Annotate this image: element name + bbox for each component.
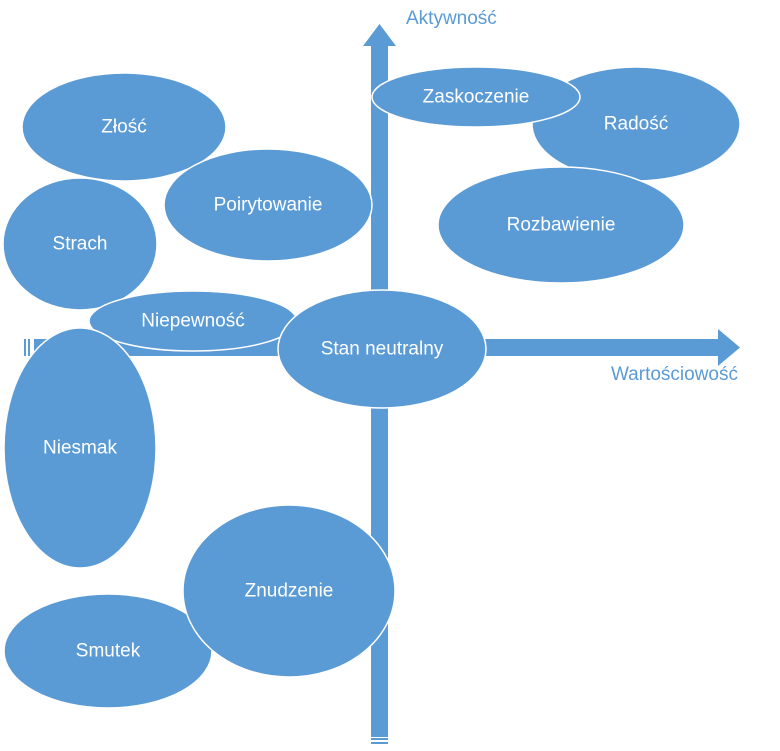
emotion-rozbawienie: Rozbawienie [437,166,685,284]
emotion-znudzenie: Znudzenie [182,504,396,678]
activity-axis-title: Aktywność [406,8,497,29]
emotion-stan-neutralny-label: Stan neutralny [321,339,444,360]
emotion-strach-label: Strach [53,234,108,255]
emotion-strach: Strach [2,177,158,311]
emotion-rozbawienie-ellipse [437,166,685,284]
emotion-niesmak: Niesmak [3,327,157,569]
emotion-zaskoczenie-label: Zaskoczenie [423,87,530,108]
emotion-niepewnosc: Niepewność [88,290,298,352]
emotion-stan-neutralny-ellipse [277,289,487,409]
emotion-zlosc-label: Złość [101,117,146,138]
emotion-rozbawienie-label: Rozbawienie [507,215,616,236]
emotion-poirytowanie-ellipse [163,148,373,262]
emotion-zaskoczenie-ellipse [371,66,581,128]
emotion-strach-ellipse [2,177,158,311]
emotion-niesmak-label: Niesmak [43,438,117,459]
emotion-smutek: Smutek [3,593,213,709]
emotion-poirytowanie: Poirytowanie [163,148,373,262]
emotion-zaskoczenie: Zaskoczenie [371,66,581,128]
emotion-znudzenie-label: Znudzenie [245,581,334,602]
emotion-niepewnosc-label: Niepewność [141,311,245,332]
emotion-radosc: Radość [531,66,741,182]
emotion-zlosc-ellipse [21,72,227,182]
emotion-niesmak-ellipse [3,327,157,569]
emotion-smutek-label: Smutek [76,641,141,662]
emotion-radosc-label: Radość [604,114,668,135]
emotion-znudzenie-ellipse [182,504,396,678]
emotion-zlosc: Złość [21,72,227,182]
emotion-stan-neutralny: Stan neutralny [277,289,487,409]
emotion-poirytowanie-label: Poirytowanie [214,195,323,216]
valence-axis-title: Wartościowość [610,364,738,385]
